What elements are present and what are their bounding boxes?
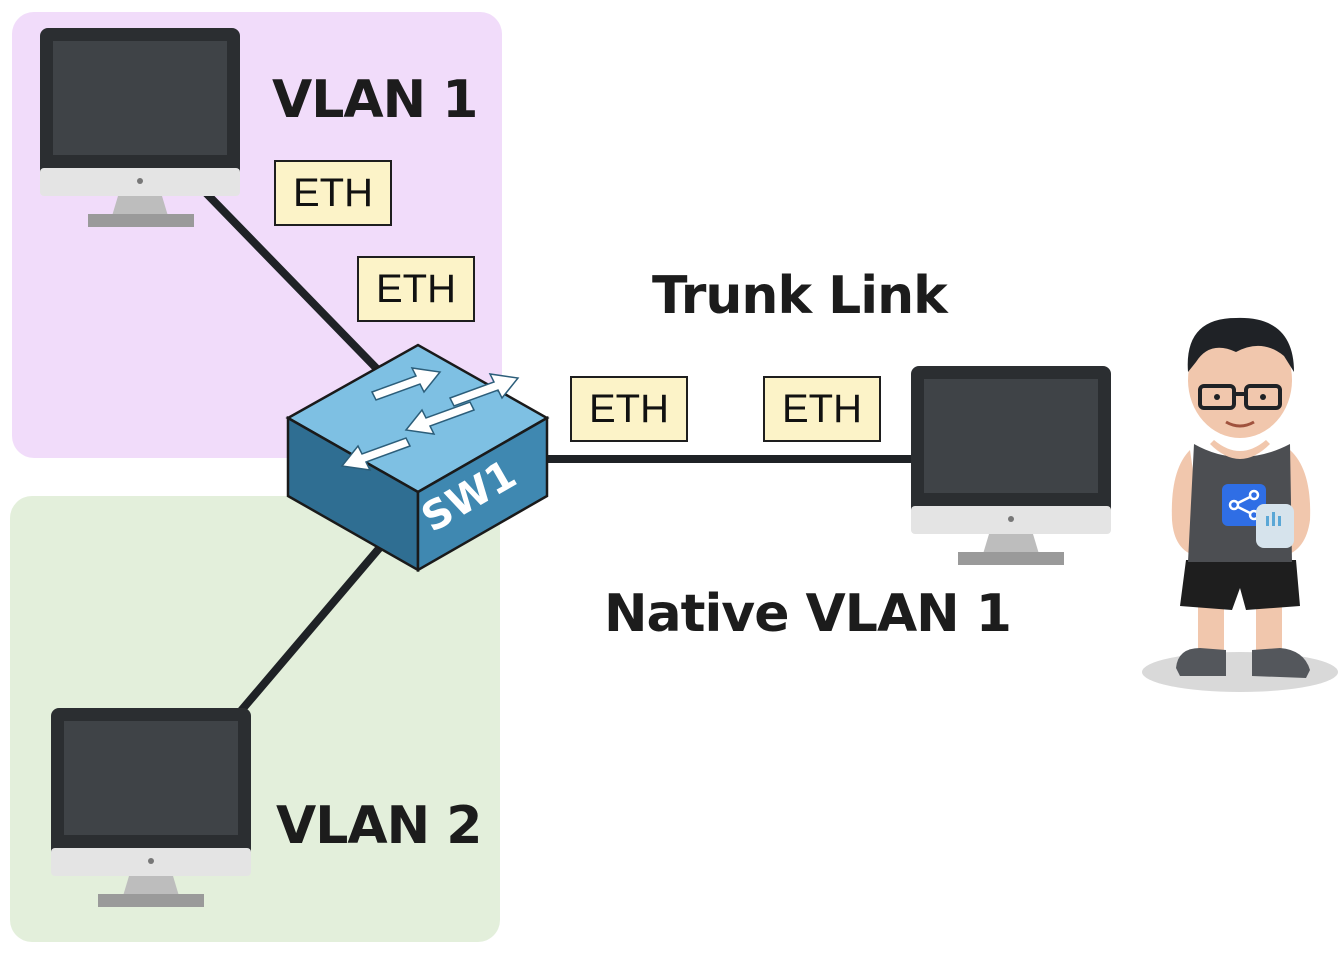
switch-arrows-icon bbox=[340, 367, 520, 471]
native-vlan-label: Native VLAN 1 bbox=[604, 584, 1012, 644]
pc2-monitor-icon bbox=[51, 708, 251, 907]
pc3-monitor-icon bbox=[911, 366, 1111, 565]
cable-pc2-sw1 bbox=[236, 542, 386, 715]
eth-frame-2: ETH bbox=[357, 256, 475, 322]
vlan2-label: VLAN 2 bbox=[276, 796, 482, 856]
person-avatar bbox=[1142, 317, 1338, 692]
glasses-icon bbox=[1198, 384, 1236, 410]
cable-pc1-sw1 bbox=[203, 190, 383, 375]
pc1-monitor-icon bbox=[40, 28, 240, 227]
share-icon bbox=[1222, 484, 1266, 526]
vlan1-label: VLAN 1 bbox=[272, 70, 478, 130]
trunk-link-label: Trunk Link bbox=[652, 266, 948, 326]
eth-frame-3: ETH bbox=[570, 376, 688, 442]
eth-frame-4: ETH bbox=[763, 376, 881, 442]
eth-frame-1: ETH bbox=[274, 160, 392, 226]
switch-sw1: SW1 bbox=[285, 343, 550, 573]
